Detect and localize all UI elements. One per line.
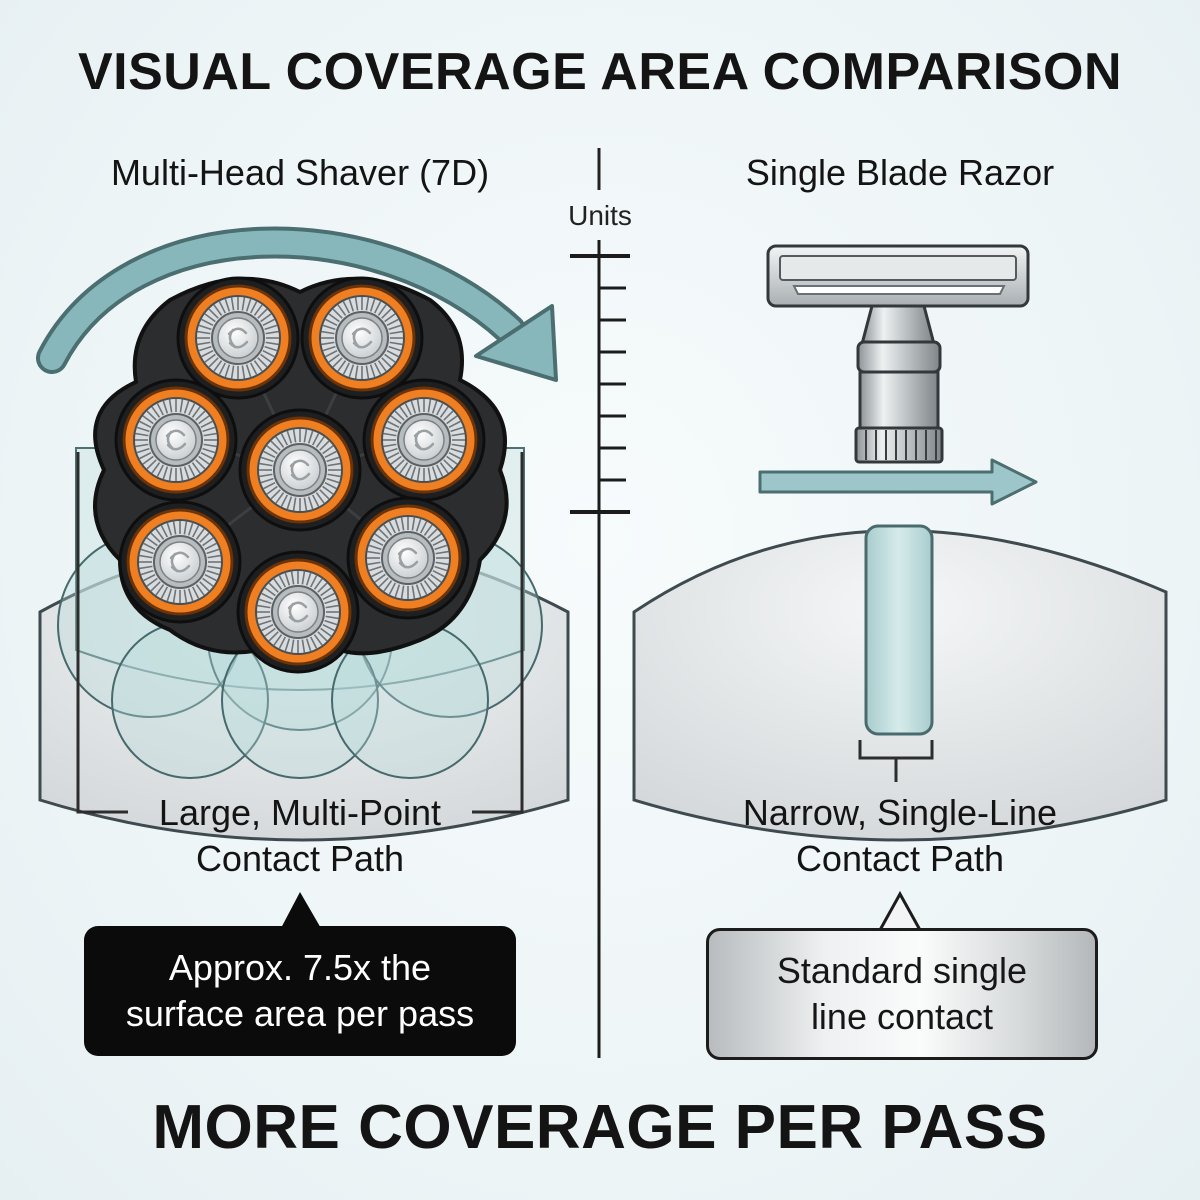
- left-heading: Multi-Head Shaver (7D): [110, 152, 490, 193]
- coverage-bracket-left: [76, 452, 524, 814]
- right-callout-box: Standard single line contact: [706, 928, 1098, 1060]
- left-caption-line2: Contact Path: [195, 838, 405, 879]
- right-callout-line2: line contact: [810, 996, 994, 1037]
- shaver-head-icon: [238, 408, 362, 532]
- shaver-head-icon: [118, 500, 242, 624]
- shaver-head-icon: [236, 550, 360, 674]
- left-callout-line1: Approx. 7.5x the: [168, 947, 432, 988]
- shaver-head-icon: [300, 276, 424, 400]
- shaver-head-icon: [93, 276, 509, 674]
- contact-strip-right: [864, 524, 934, 736]
- left-callout-line2: surface area per pass: [125, 993, 475, 1034]
- footer-title: MORE COVERAGE PER PASS: [152, 1093, 1048, 1162]
- left-caption: Large, Multi-Point Contact Path: [100, 790, 500, 882]
- right-caption: Narrow, Single-Line Contact Path: [700, 790, 1100, 882]
- shaver-head-icon: [176, 276, 300, 400]
- shaver-head-icon: [362, 378, 486, 502]
- right-callout-line1: Standard single: [776, 950, 1028, 991]
- callout-pointer-right: [878, 890, 922, 931]
- left-caption-line1: Large, Multi-Point: [158, 792, 442, 833]
- right-heading: Single Blade Razor: [745, 152, 1055, 193]
- right-caption-line2: Contact Path: [795, 838, 1005, 879]
- units-label: Units: [568, 200, 632, 231]
- motion-arrowhead: [474, 304, 558, 382]
- callout-pointer-left: [280, 892, 322, 930]
- straight-arrow-icon: [758, 458, 1038, 506]
- contact-bracket-right: [858, 740, 934, 782]
- units-ruler-ticks: [570, 254, 630, 514]
- shaver-head-icon: [114, 378, 238, 502]
- safety-razor-icon: [766, 244, 1030, 464]
- page-title: VISUAL COVERAGE AREA COMPARISON: [77, 43, 1123, 101]
- right-caption-line1: Narrow, Single-Line: [742, 792, 1058, 833]
- shaver-head-icon: [346, 496, 470, 620]
- left-callout-box: Approx. 7.5x the surface area per pass: [84, 926, 516, 1056]
